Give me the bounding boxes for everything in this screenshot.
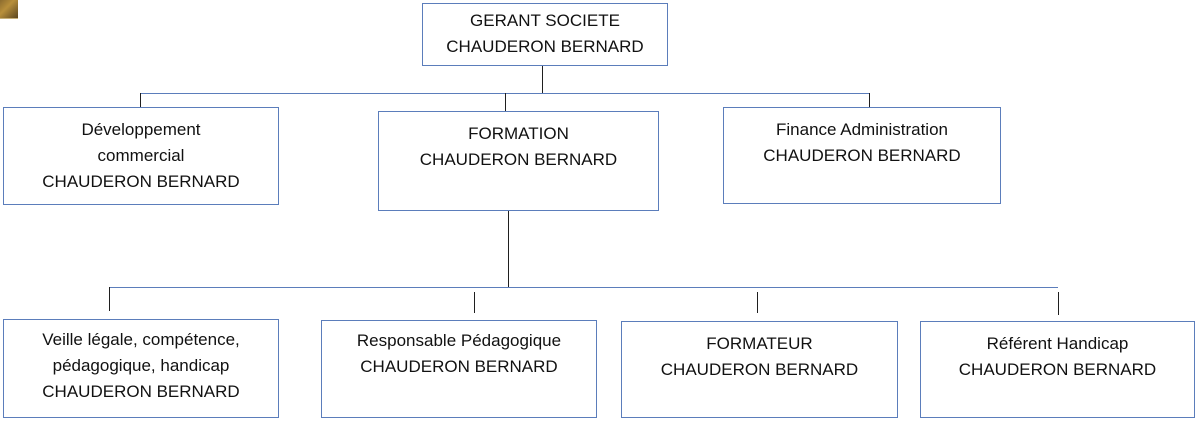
org-node-veille-person: CHAUDERON BERNARD [42, 382, 240, 401]
connector-formation-vertical [508, 211, 509, 287]
connector-middle-center [505, 93, 506, 111]
corner-image [0, 0, 18, 19]
connector-bottom-bus [109, 287, 1058, 288]
org-node-formation: FORMATION CHAUDERON BERNARD [378, 111, 659, 211]
org-node-developpement-line1: Développement [81, 120, 201, 139]
org-node-finance-role: Finance Administration [776, 120, 948, 139]
org-node-formateur: FORMATEUR CHAUDERON BERNARD [621, 321, 898, 418]
org-node-referent-person: CHAUDERON BERNARD [958, 360, 1157, 379]
org-node-formateur-person: CHAUDERON BERNARD [660, 360, 859, 379]
connector-top-vertical [542, 66, 543, 93]
org-node-finance-person: CHAUDERON BERNARD [763, 146, 961, 165]
connector-bottom-1 [109, 287, 110, 311]
org-node-gerant-role: GERANT SOCIETE [470, 11, 620, 30]
org-node-finance-administration: Finance Administration CHAUDERON BERNARD [723, 107, 1001, 204]
org-node-gerant: GERANT SOCIETE CHAUDERON BERNARD [422, 3, 668, 66]
org-node-referent-role: Référent Handicap [986, 334, 1129, 353]
org-node-veille-legale: Veille légale, compétence, pédagogique, … [3, 319, 279, 418]
org-node-referent-handicap: Référent Handicap CHAUDERON BERNARD [920, 321, 1195, 418]
org-node-veille-line1: Veille légale, compétence, [42, 330, 240, 349]
org-node-developpement-person: CHAUDERON BERNARD [42, 172, 240, 191]
org-node-formation-person: CHAUDERON BERNARD [419, 150, 618, 169]
connector-bottom-4 [1058, 292, 1059, 315]
org-node-veille-line2: pédagogique, handicap [52, 356, 230, 375]
org-node-developpement-line2: commercial [97, 146, 185, 165]
org-node-responsable-role: Responsable Pédagogique [356, 331, 562, 350]
org-node-gerant-person: CHAUDERON BERNARD [446, 37, 644, 56]
connector-middle-right [869, 93, 870, 107]
connector-bottom-2 [474, 292, 475, 313]
org-node-formation-role: FORMATION [468, 124, 569, 143]
org-node-responsable-pedagogique: Responsable Pédagogique CHAUDERON BERNAR… [321, 320, 597, 418]
connector-bottom-3 [757, 292, 758, 313]
connector-middle-left [140, 93, 141, 107]
org-node-formateur-role: FORMATEUR [706, 334, 813, 353]
org-node-responsable-person: CHAUDERON BERNARD [360, 357, 558, 376]
org-node-developpement-commercial: Développement commercial CHAUDERON BERNA… [3, 107, 279, 205]
